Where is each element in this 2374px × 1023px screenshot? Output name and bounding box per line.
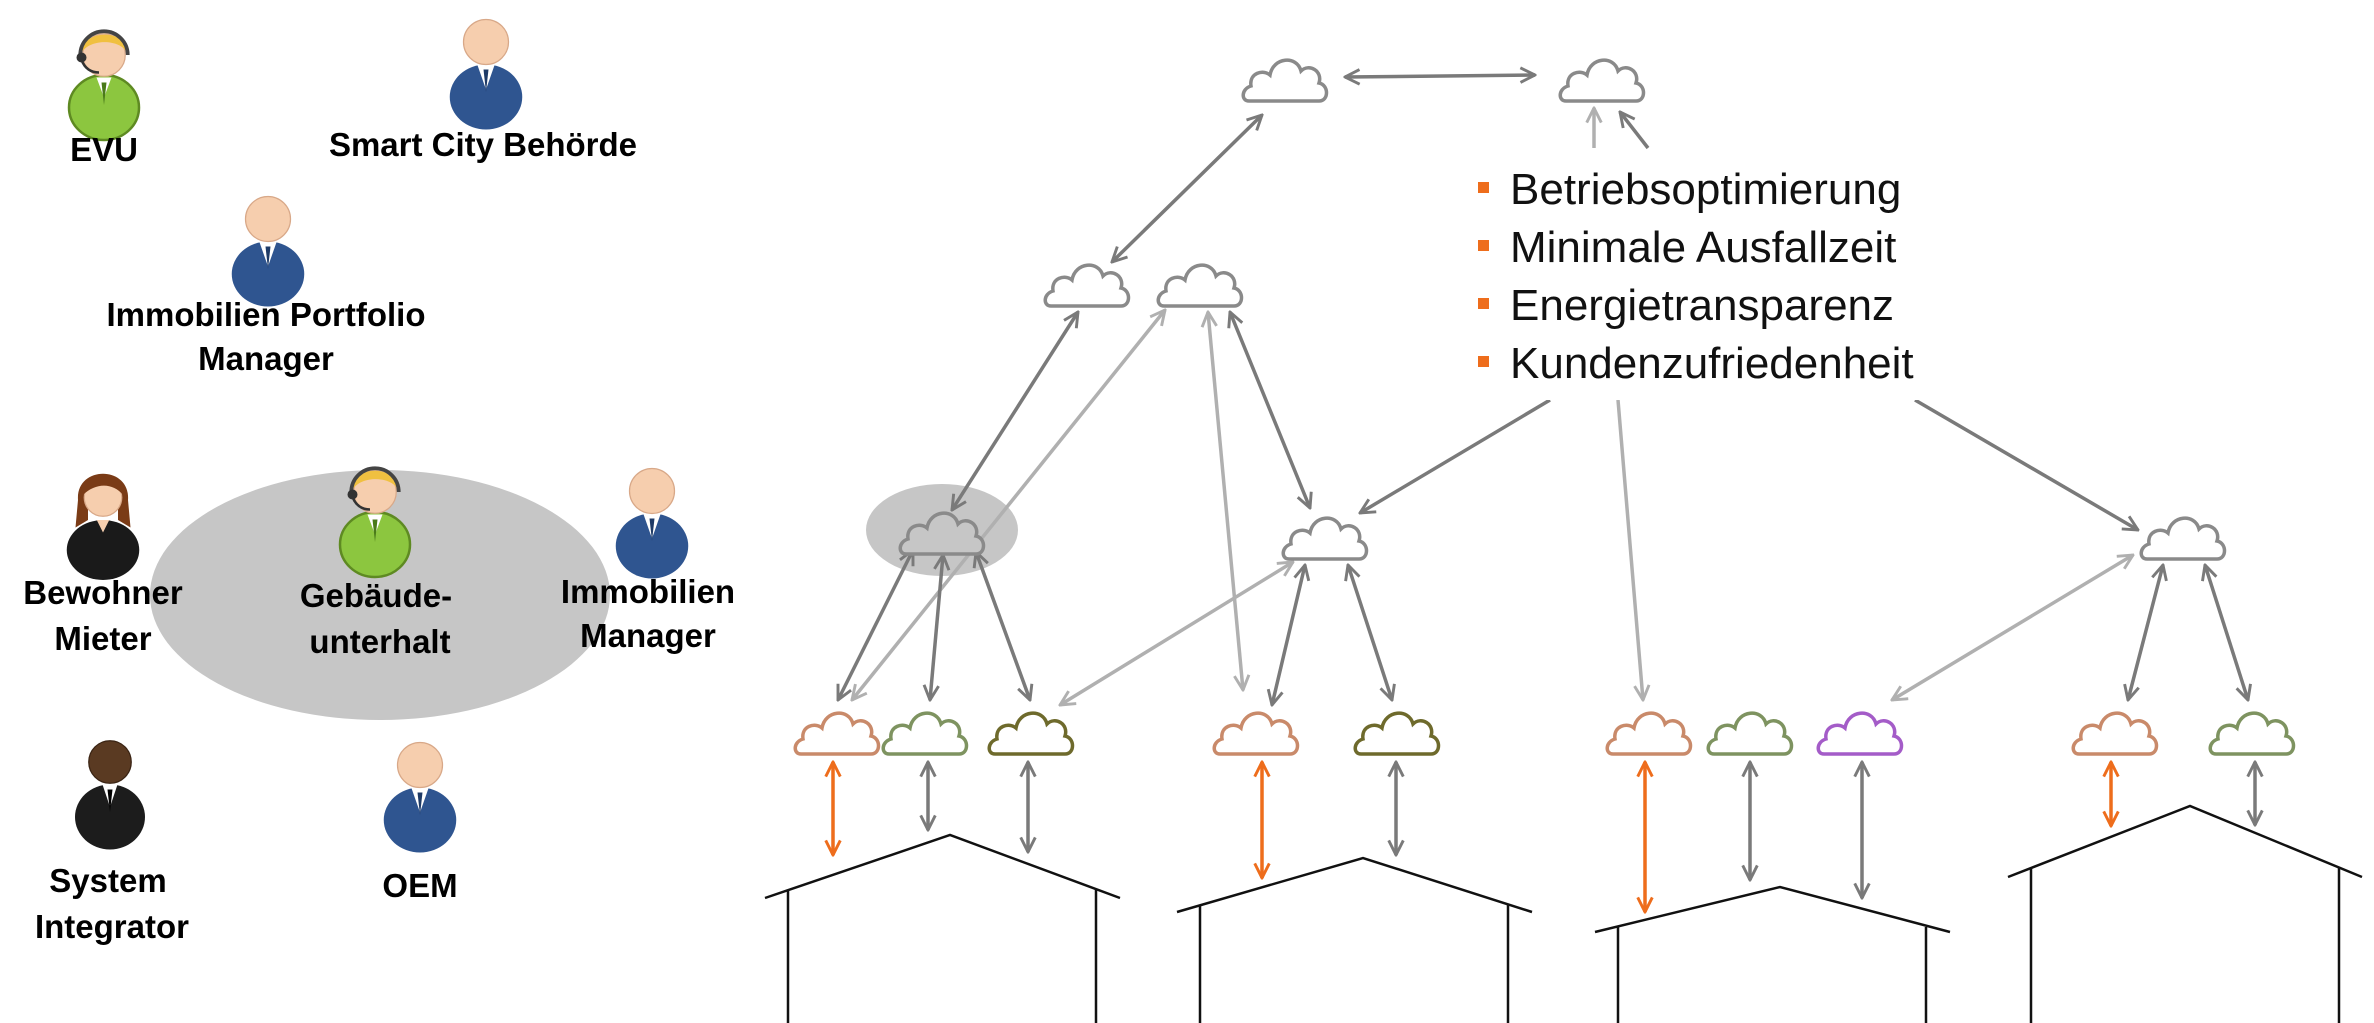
man-suit-icon — [615, 467, 689, 579]
arrow — [1345, 75, 1535, 77]
actor-oem: OEM — [382, 741, 458, 904]
cloud-icon — [1281, 516, 1369, 561]
woman-icon — [66, 473, 140, 580]
man-headset-icon — [67, 29, 141, 142]
man-dark-suit-icon — [75, 740, 145, 850]
cloud-icon — [1241, 58, 1329, 103]
benefit-item: Minimale Ausfallzeit — [1510, 223, 1896, 272]
actor-evu: EVU — [67, 29, 141, 168]
actor-bewohner: Bewohner Mieter — [23, 473, 183, 657]
cloud-icon-olive — [1353, 711, 1441, 756]
actor-integrator: System Integrator — [35, 740, 189, 945]
cloud-icon-orange — [1605, 711, 1693, 756]
cloud-icon-orange — [1212, 711, 1300, 756]
cloud-icon-active — [898, 511, 986, 556]
bullet-square — [1478, 298, 1489, 309]
benefit-item: Kundenzufriedenheit — [1510, 339, 1914, 388]
cloud-icon — [1558, 58, 1646, 103]
highlight-ellipse — [150, 470, 610, 720]
actor-gebaeude-label-1: Gebäude- — [300, 577, 452, 614]
actor-smart-city: Smart City Behörde — [329, 18, 637, 163]
man-suit-icon — [231, 195, 305, 307]
man-suit-icon — [449, 18, 523, 130]
clouds — [793, 58, 2296, 756]
arrow — [1914, 398, 2138, 530]
cloud-icon-green — [2208, 711, 2296, 756]
arrow — [1112, 115, 1262, 262]
cloud-icon-green — [881, 711, 969, 756]
arrow — [2128, 565, 2163, 700]
arrow — [1230, 312, 1310, 508]
arrow — [1348, 565, 1392, 700]
arrow — [1060, 562, 1293, 705]
actor-immo-manager-label-1: Immobilien — [561, 573, 735, 610]
arrow — [930, 555, 943, 700]
arrow — [1620, 112, 1650, 150]
cloud-icon-green — [1706, 711, 1794, 756]
arrow — [976, 552, 1030, 700]
arrow — [1892, 555, 2133, 700]
actor-oem-label: OEM — [382, 867, 457, 904]
houses — [764, 804, 2363, 1023]
house-outline — [1594, 885, 1951, 1023]
cloud-icon — [1156, 263, 1244, 308]
arrow — [1272, 565, 1305, 705]
benefits-backdrop — [1455, 150, 1975, 400]
arrow — [836, 550, 915, 700]
connections — [833, 75, 2255, 912]
arrow — [1360, 398, 1551, 513]
actor-immo-manager-label-2: Manager — [580, 617, 716, 654]
actor-portfolio-label-2: Manager — [198, 340, 334, 377]
actor-portfolio-label-1: Immobilien Portfolio — [107, 296, 426, 333]
cloud-icon-olive — [987, 711, 1075, 756]
arrow — [952, 312, 1078, 510]
bullet-square — [1478, 356, 1489, 367]
benefit-item: Betriebsoptimierung — [1510, 165, 1901, 214]
house-outline — [764, 833, 1121, 1023]
woman-headset-icon — [338, 466, 412, 579]
actor-integrator-label-2: Integrator — [35, 908, 189, 945]
actor-bewohner-label-2: Mieter — [54, 620, 151, 657]
actor-portfolio: Immobilien Portfolio Manager — [107, 195, 426, 377]
arrow — [1616, 399, 1643, 700]
cloud-icon-orange — [793, 711, 881, 756]
actor-gebaeude: Gebäude- unterhalt — [300, 466, 452, 660]
actor-integrator-label-1: System — [49, 862, 166, 899]
actor-evu-label: EVU — [70, 131, 138, 168]
cloud-icon — [1043, 263, 1131, 308]
bullet-square — [1478, 182, 1489, 193]
man-suit-icon — [383, 741, 457, 853]
benefit-item: Energietransparenz — [1510, 281, 1894, 330]
actor-gebaeude-label-2: unterhalt — [309, 623, 450, 660]
house-outline — [2007, 804, 2363, 1023]
arrow — [1208, 312, 1243, 690]
house-outline — [1176, 856, 1533, 1023]
cloud-icon-purple — [1816, 711, 1904, 756]
benefits-list: Betriebsoptimierung Minimale Ausfallzeit… — [1455, 150, 1975, 400]
actor-smart-city-label: Smart City Behörde — [329, 126, 637, 163]
arrow — [2205, 565, 2248, 700]
bullet-square — [1478, 240, 1489, 251]
cloud-icon-orange — [2071, 711, 2159, 756]
cloud-icon — [2139, 516, 2227, 561]
actor-immo-manager: Immobilien Manager — [561, 467, 735, 654]
actor-bewohner-label-1: Bewohner — [23, 574, 183, 611]
